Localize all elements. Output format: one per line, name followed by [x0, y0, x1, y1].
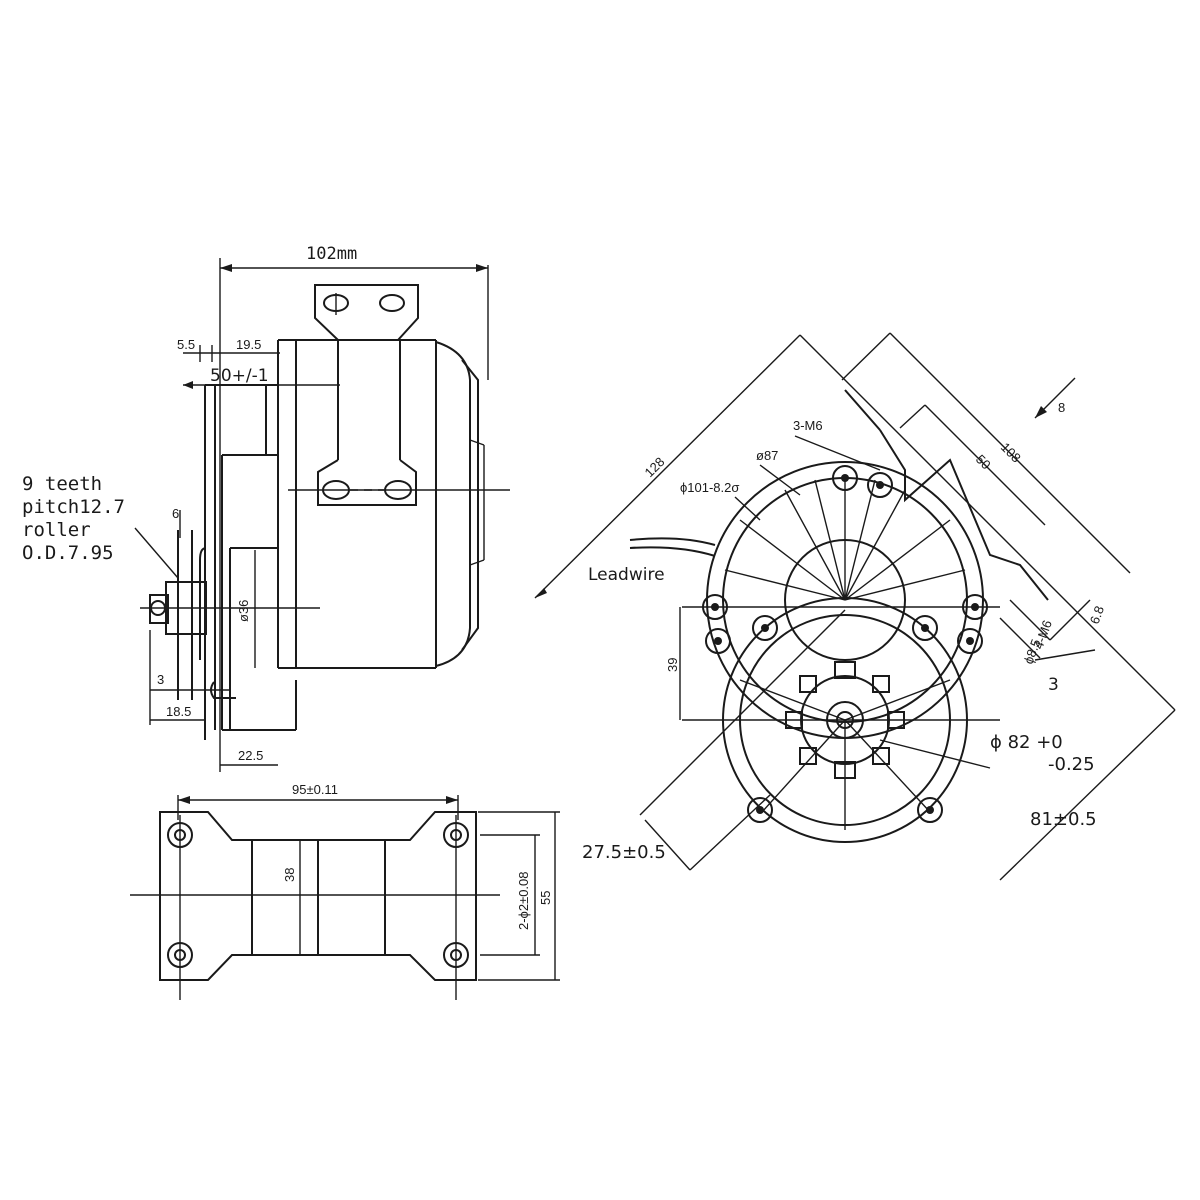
- dim-82-line1: ϕ 82 +0: [990, 732, 1063, 753]
- dim-38: 38: [282, 868, 297, 882]
- dim-6: 6: [172, 506, 179, 521]
- dim-18-5: 18.5: [166, 704, 191, 719]
- dim-95: 95±0.11: [292, 782, 338, 797]
- dim-108: 108: [998, 440, 1024, 466]
- dim-55: 55: [538, 891, 553, 905]
- side-view: 102mm: [134, 244, 510, 772]
- note-pitch: pitch12.7: [22, 496, 125, 518]
- dim-3-m6: 3-M6: [793, 418, 823, 433]
- dim-27-5: 27.5±0.5: [582, 842, 666, 863]
- sprocket-note: 9 teeth pitch12.7 roller O.D.7.95: [22, 473, 125, 564]
- dim-102mm: 102mm: [306, 244, 357, 264]
- dim-3: 3: [157, 672, 164, 687]
- note-od: O.D.7.95: [22, 542, 114, 564]
- dim-hole-spacing: 2-ϕ2±0.08: [516, 871, 531, 930]
- dim-128: 128: [642, 454, 668, 480]
- dim-3-front: 3: [1048, 675, 1059, 695]
- dim-22-5: 22.5: [238, 748, 263, 763]
- dim-50-front: 50: [973, 452, 994, 473]
- front-view: 39 128 108 50 8 3-M6 ø87 ϕ101-8.2σ Leadw…: [534, 332, 1176, 881]
- dim-5-5: 5.5: [177, 337, 195, 352]
- bolt-holes: [702, 465, 988, 823]
- dim-8: 8: [1058, 400, 1065, 415]
- leadwire-label: Leadwire: [588, 565, 665, 585]
- dim-101: ϕ101-8.2σ: [680, 480, 739, 495]
- dim-81: 81±0.5: [1030, 809, 1097, 830]
- note-teeth: 9 teeth: [22, 473, 102, 495]
- dim-39: 39: [665, 658, 680, 672]
- dim-6-8: 6.8: [1087, 604, 1107, 626]
- dim-82-line2: -0.25: [1048, 754, 1095, 775]
- dim-19-5: 19.5: [236, 337, 261, 352]
- dim-87: ø87: [756, 448, 778, 463]
- dim-36: ø36: [236, 600, 251, 622]
- note-roller: roller: [22, 519, 91, 541]
- spokes-upper: [724, 478, 966, 601]
- dim-50-tolerance: 50+/-1: [210, 366, 269, 386]
- mount-bottom-view: 95±0.11 38 2-ϕ2±0.08 55: [130, 782, 560, 1000]
